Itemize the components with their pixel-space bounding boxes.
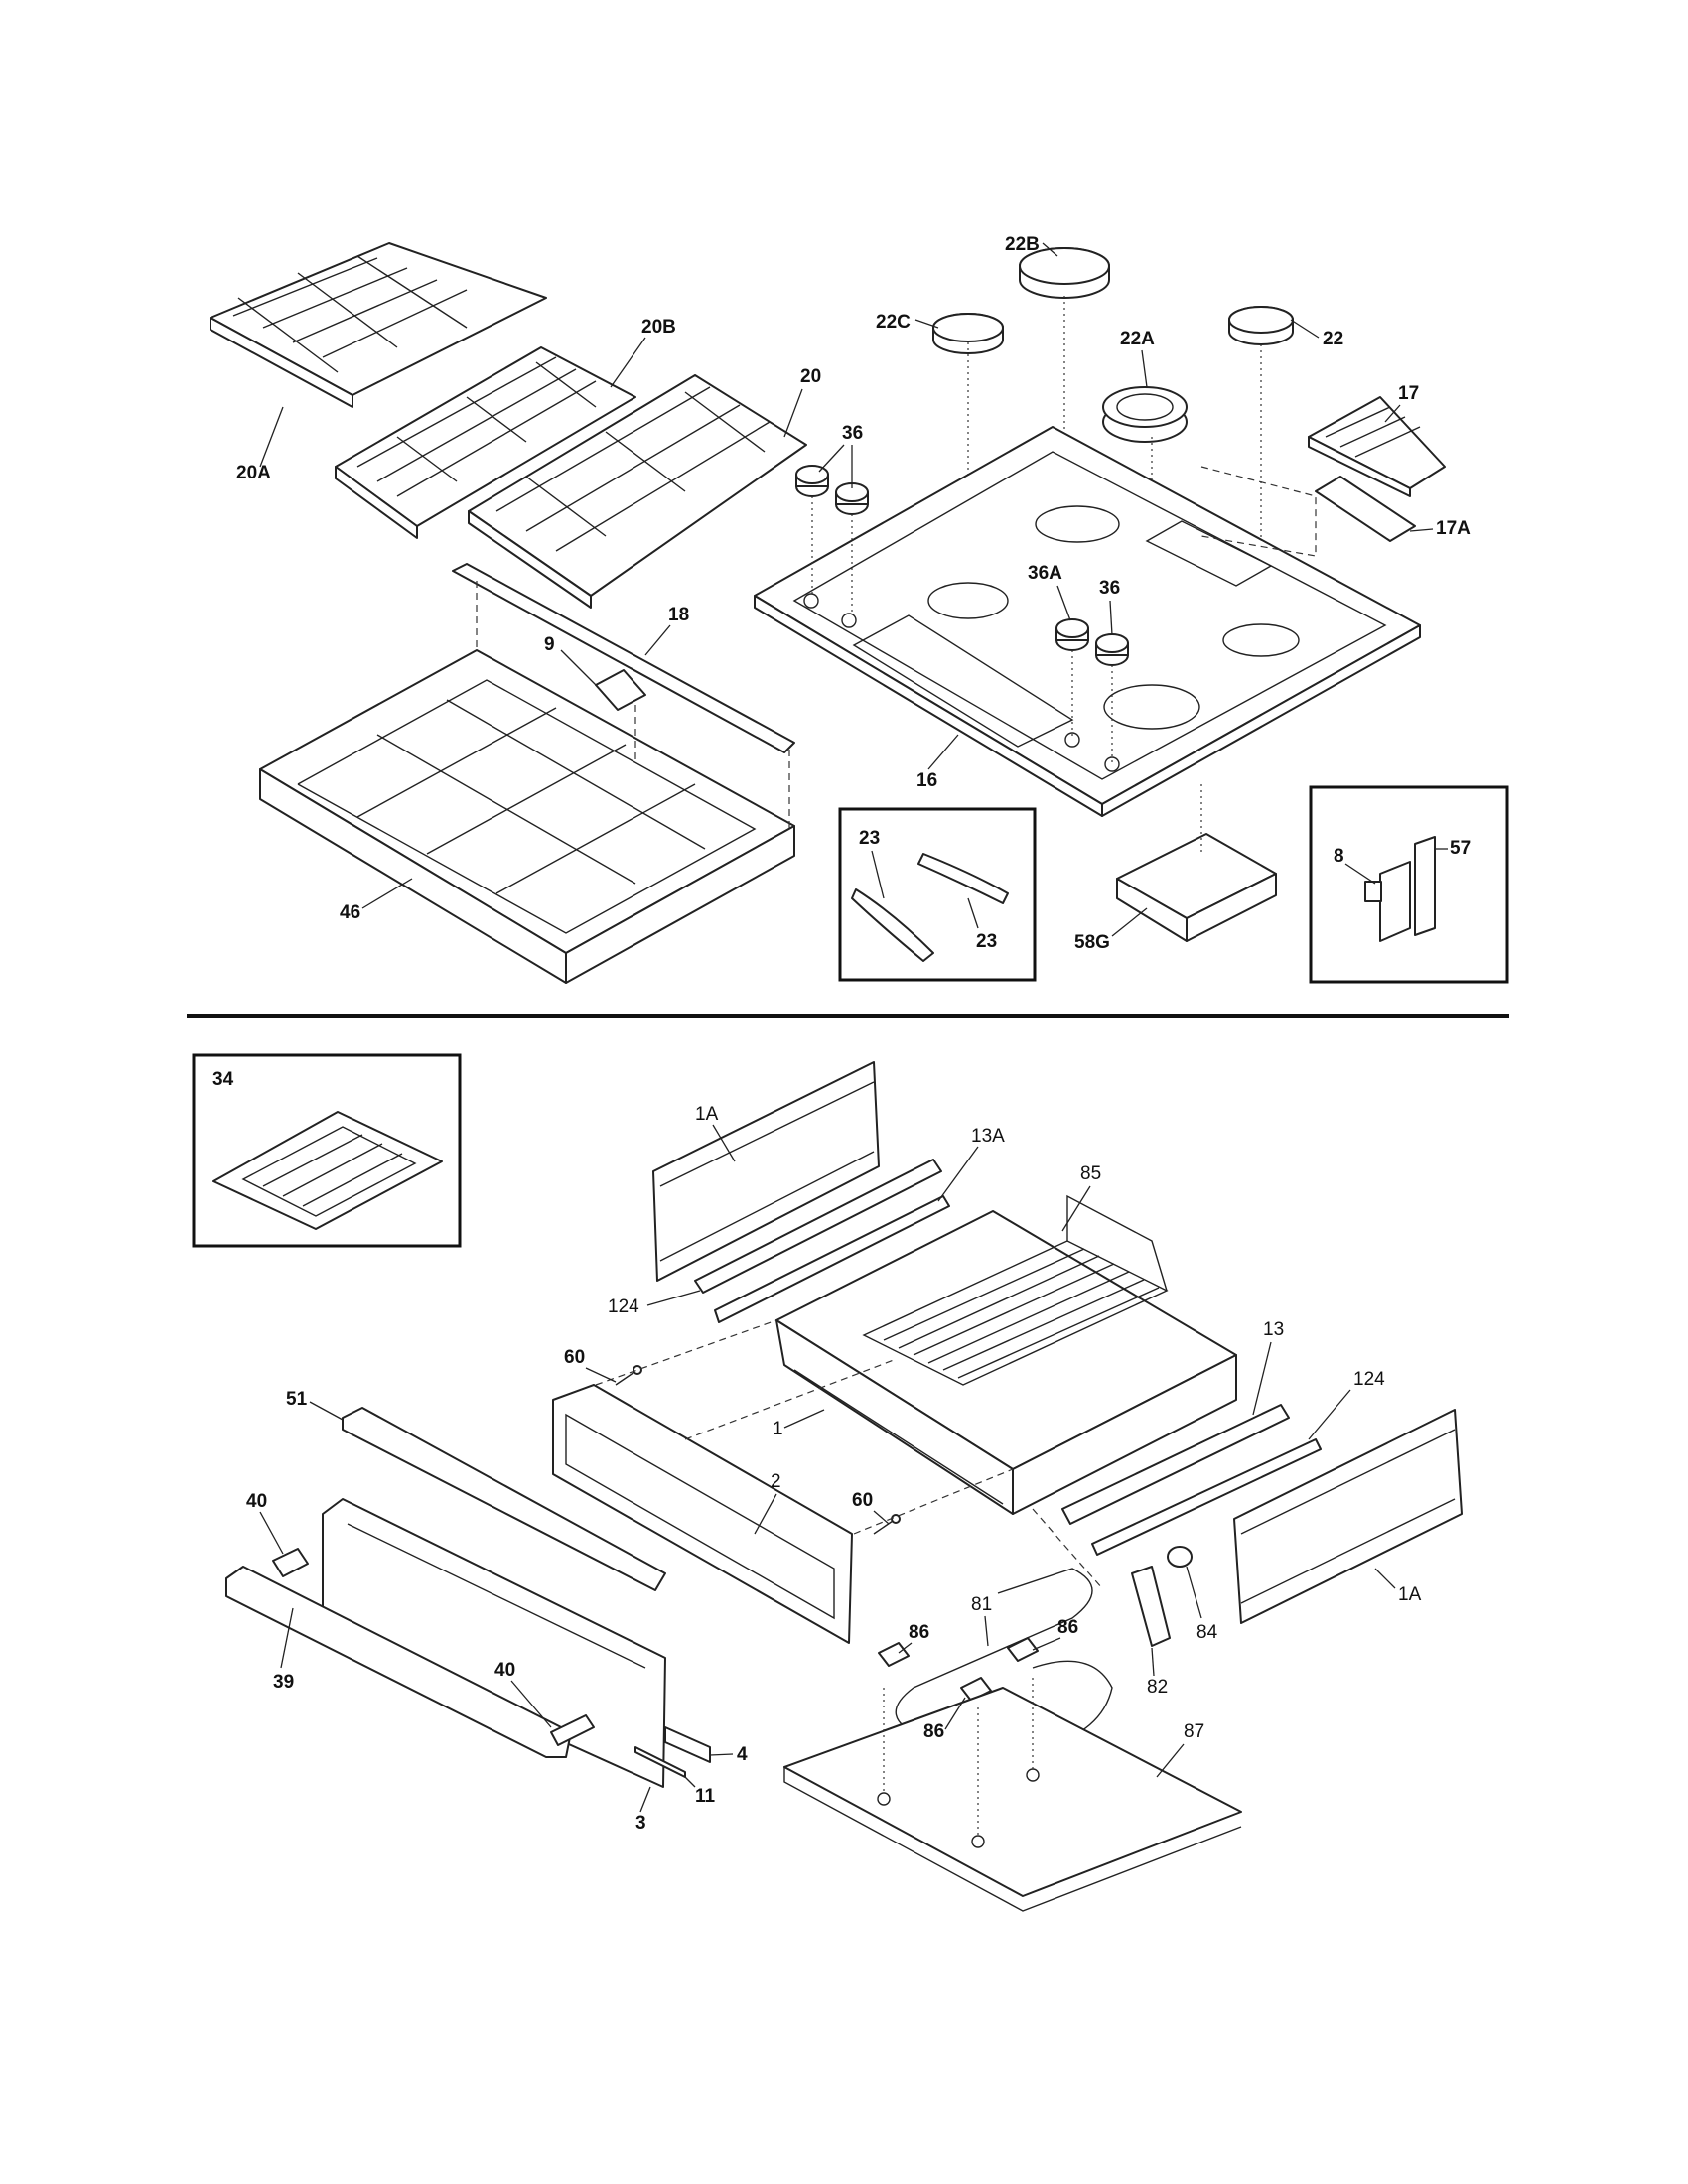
callout-8: 8: [1334, 846, 1344, 867]
callout-39: 39: [273, 1672, 294, 1693]
bracket-9: [595, 669, 646, 711]
vent-insert-17a: [1315, 476, 1416, 542]
knob-36-top-a: [795, 465, 829, 497]
callout-84: 84: [1196, 1622, 1218, 1643]
element-clip-86-c: [960, 1677, 992, 1702]
cooktop-16: [754, 426, 1421, 817]
knob-84: [1167, 1546, 1193, 1568]
callout-51: 51: [286, 1389, 308, 1410]
spacer-23: [851, 853, 1009, 962]
callout-13a: 13A: [971, 1126, 1005, 1147]
callout-40-right: 40: [494, 1660, 515, 1681]
callout-16: 16: [916, 770, 937, 791]
callout-86-b: 86: [1057, 1617, 1078, 1638]
callout-36-top: 36: [842, 423, 863, 444]
callout-1: 1: [773, 1419, 783, 1439]
callout-124-right: 124: [1353, 1369, 1385, 1390]
callout-22a: 22A: [1120, 329, 1155, 349]
callout-labels: 22B 22C 22A 22 20B 20 20A 36 36A 36 17 1…: [212, 234, 1471, 1834]
burner-box-alignment-lines: [476, 581, 790, 829]
callout-13: 13: [1263, 1319, 1284, 1340]
inset-box-23: [838, 807, 1037, 982]
knob-36a: [1055, 618, 1089, 651]
callout-34: 34: [212, 1069, 234, 1090]
callout-22c: 22C: [876, 312, 911, 333]
callout-46: 46: [340, 902, 360, 923]
trim-51: [342, 1407, 666, 1591]
inset-box-34: [192, 1053, 462, 1248]
drawer-liner-2: [552, 1384, 853, 1644]
callout-1a-bottom: 1A: [1398, 1584, 1422, 1605]
screw-60-top: [615, 1365, 642, 1386]
knob-36-right: [1095, 633, 1129, 666]
callout-22b: 22B: [1005, 234, 1040, 255]
callout-40-left: 40: [246, 1491, 267, 1512]
bracket-82: [1131, 1566, 1171, 1647]
callout-23-bottom: 23: [976, 931, 997, 952]
burner-cap-22b: [1019, 247, 1110, 299]
knob-alignment-lines: [811, 496, 1113, 762]
callout-20b: 20B: [641, 317, 676, 338]
callout-4: 4: [737, 1744, 748, 1765]
callout-57: 57: [1450, 838, 1471, 859]
knob-36-top-b: [835, 482, 869, 515]
callout-85: 85: [1080, 1163, 1101, 1184]
element-clip-86-a: [878, 1642, 910, 1667]
grate-20: [468, 374, 807, 609]
callout-36a: 36A: [1028, 563, 1062, 584]
bracket-57: [1414, 836, 1436, 936]
callout-82: 82: [1147, 1677, 1168, 1698]
callout-60-top: 60: [564, 1347, 585, 1368]
grate-20a: [210, 242, 547, 408]
callout-23-top: 23: [859, 828, 880, 849]
burner-cap-22c: [932, 313, 1004, 354]
side-panel-1a-top: [652, 1061, 880, 1282]
callout-60-bottom: 60: [852, 1490, 873, 1511]
callout-87: 87: [1184, 1721, 1204, 1742]
callout-81: 81: [971, 1594, 992, 1615]
callout-2: 2: [771, 1471, 781, 1492]
grate-20b: [335, 346, 636, 539]
callout-18: 18: [668, 605, 689, 625]
inset-box-8-57: [1309, 785, 1509, 984]
callout-36-right: 36: [1099, 578, 1120, 599]
callout-20a: 20A: [236, 463, 271, 483]
back-trim-18: [452, 563, 795, 753]
bracket-4: [664, 1726, 711, 1763]
burner-box-46: [259, 649, 795, 984]
side-panel-1a-bottom: [1233, 1409, 1463, 1624]
drawer-slide-13: [1061, 1404, 1322, 1556]
drawer-slide-13a: [694, 1159, 950, 1323]
bottom-cover-87: [783, 1678, 1242, 1912]
box-58g: [1116, 784, 1277, 942]
badge-40-left: [272, 1548, 309, 1577]
screw-60-bottom: [873, 1514, 901, 1535]
callout-58g: 58G: [1074, 932, 1110, 953]
callout-9: 9: [544, 634, 555, 655]
igniter-module-8: [1364, 861, 1411, 942]
handle-39: [225, 1566, 572, 1758]
element-clip-86-b: [1007, 1637, 1039, 1662]
drawer-box-1: [775, 1210, 1237, 1515]
burner-cap-22: [1228, 306, 1294, 345]
griddle-34: [212, 1111, 443, 1230]
vent-trim-17: [1308, 396, 1446, 497]
callout-124-left: 124: [608, 1297, 639, 1317]
callout-11: 11: [695, 1786, 716, 1807]
burner-cap-22a: [1102, 386, 1188, 443]
drawer-alignment-lines: [595, 1319, 1103, 1589]
callout-1a-top: 1A: [695, 1104, 719, 1125]
callout-17a: 17A: [1436, 518, 1471, 539]
oven-rack-85: [862, 1194, 1169, 1386]
callout-17: 17: [1398, 383, 1419, 404]
callout-20: 20: [800, 366, 821, 387]
badge-40-right: [550, 1714, 595, 1746]
callout-86-c: 86: [923, 1721, 944, 1742]
callout-86-a: 86: [909, 1622, 929, 1643]
vent-alignment-lines: [1200, 466, 1317, 557]
callout-3: 3: [635, 1813, 646, 1834]
callout-22: 22: [1323, 329, 1343, 349]
